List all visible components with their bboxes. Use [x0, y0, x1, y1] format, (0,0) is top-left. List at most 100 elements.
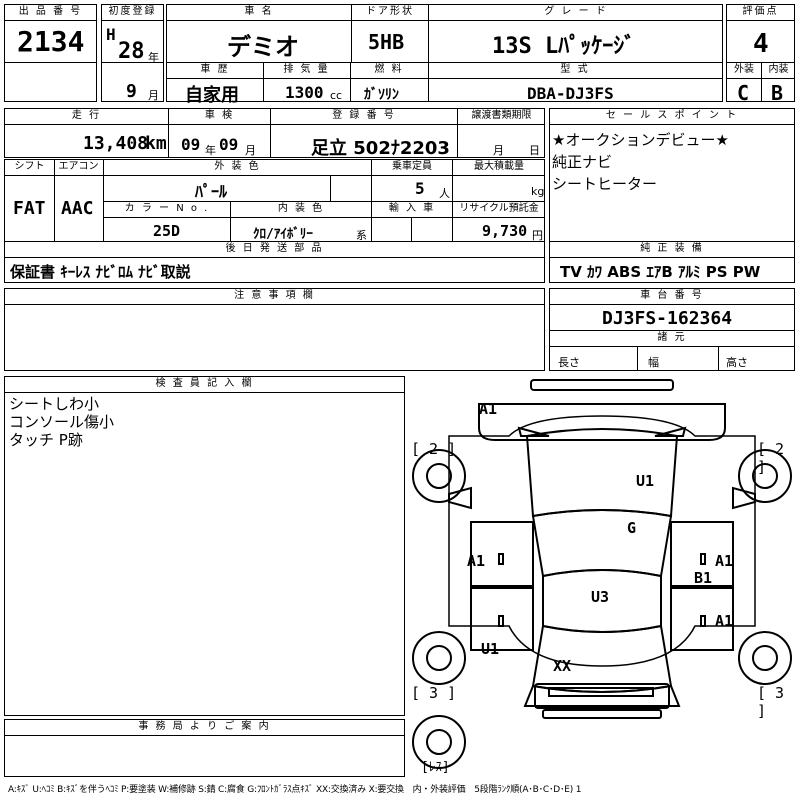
car-outline-diagram: [412, 379, 792, 769]
import-label: 輸 入 車: [373, 202, 451, 216]
inspector-note-3: タッチ P跡: [9, 431, 83, 449]
aircon-label: エアコン: [55, 160, 102, 174]
exterior-label: 外装: [728, 63, 760, 77]
sales-point-3: シートヒーター: [552, 175, 658, 193]
aircon-value: AAC: [61, 198, 94, 219]
first-registration-box: 初度登録 H 28 年 9 月: [101, 4, 164, 102]
color-number-label: カ ラ ー N o .: [105, 202, 229, 216]
tire-front-left-label: [ 2 ]: [411, 440, 457, 458]
registration-number-value: 足立 502ﾅ2203: [311, 138, 450, 159]
tire-rear-left-label: [ 3 ]: [411, 684, 457, 702]
grade-value: 13S Lﾊﾟｯｹｰｼﾞ: [492, 34, 636, 59]
genuine-equipment-value: TV ｶﾜ ABS ｴｱB ｱﾙﾐ PS PW: [560, 263, 761, 281]
damage-diagram-box: [ 2 ] [ 2 ] [ 3 ] [ 3 ] [ﾚｽ] A1 U1 G A1 …: [409, 376, 795, 777]
car-info-box: 車 名 ドア形状 グ レ ー ド デミオ 5HB 13S Lﾊﾟｯｹｰｼﾞ 車 …: [166, 4, 723, 106]
history-label: 車 歴: [168, 63, 262, 77]
door-label: ドア形状: [353, 5, 427, 19]
later-parts-value: 保証書 ｷｰﾚｽ ﾅﾋﾞﾛﾑ ﾅﾋﾞ取説: [10, 263, 191, 281]
inspection-label: 車 検: [170, 109, 269, 123]
lot-number-box: 出 品 番 号 2134: [4, 4, 97, 102]
mileage-registration-box: 走 行 車 検 登 録 番 号 譲渡書類期限 13,408 km 09 年 09…: [4, 108, 545, 159]
mark-front-bumper: A1: [479, 400, 498, 418]
first-registration-year: 28: [118, 39, 145, 64]
overall-score-value: 4: [753, 29, 769, 59]
month-unit: 月: [148, 89, 159, 102]
first-registration-label: 初度登録: [102, 5, 163, 19]
sales-point-1: ★オークションデビュー★: [552, 131, 729, 149]
km-unit: km: [145, 133, 167, 154]
spare-tire-label: [ﾚｽ]: [421, 760, 450, 775]
grade-label: グ レ ー ド: [430, 5, 722, 19]
legend-text: A:ｷｽﾞ U:ﾍｺﾐ B:ｷｽﾞを伴うﾍｺﾐ P:要塗装 W:補修跡 S:錆 …: [8, 785, 582, 795]
lot-number-label: 出 品 番 号: [5, 5, 96, 19]
inspection-month-unit: 月: [245, 144, 256, 157]
interior-label: 内装: [763, 63, 794, 77]
deadline-day-unit: 日: [529, 144, 540, 157]
width-label: 幅: [648, 356, 659, 369]
mark-left-rear-fender: U1: [481, 640, 500, 658]
kg-unit: kg: [531, 185, 545, 198]
persons-unit: 人: [439, 187, 450, 200]
caution-box: 注 意 事 項 欄: [4, 288, 545, 371]
office-notice-box: 事 務 局 よ り ご 案 内: [4, 719, 405, 777]
genuine-equipment-box: 純 正 装 備 TV ｶﾜ ABS ｴｱB ｱﾙﾐ PS PW: [549, 241, 795, 283]
mileage-label: 走 行: [6, 109, 167, 123]
inspection-year-unit: 年: [205, 144, 216, 157]
deadline-month-unit: 月: [493, 144, 504, 157]
inspector-notes-box: 検 査 員 記 入 欄 シートしわ小 コンソール傷小 タッチ P跡: [4, 376, 405, 716]
interior-color-label: 内 装 色: [232, 202, 370, 216]
length-label: 長さ: [558, 356, 580, 369]
yen-unit: 円: [532, 229, 543, 242]
mark-roof: U3: [591, 588, 610, 606]
first-registration-month: 9: [126, 81, 137, 102]
displacement-label: 排 気 量: [264, 63, 349, 77]
history-value: 自家用: [185, 85, 239, 106]
office-notice-label: 事 務 局 よ り ご 案 内: [5, 720, 404, 734]
interior-color-value: ｸﾛ/ｱｲﾎﾞﾘｰ: [253, 227, 313, 242]
capacity-value: 5: [415, 179, 425, 198]
genuine-equipment-label: 純 正 装 備: [550, 242, 794, 256]
interior-grade-value: B: [771, 81, 784, 105]
shift-label: シフト: [6, 160, 53, 174]
chassis-box: 車 台 番 号 DJ3FS-162364 諸 元 長さ 幅 高さ: [549, 288, 795, 371]
mark-right-front-door: A1: [715, 552, 734, 570]
series-unit: 系: [356, 229, 367, 242]
mileage-value: 13,408: [83, 133, 149, 154]
later-parts-box: 後 日 発 送 部 品 保証書 ｷｰﾚｽ ﾅﾋﾞﾛﾑ ﾅﾋﾞ取説: [4, 241, 545, 283]
recycle-value: 9,730: [482, 222, 528, 240]
inspector-notes-label: 検 査 員 記 入 欄: [5, 377, 404, 391]
car-name-label: 車 名: [168, 5, 350, 19]
inspector-note-1: シートしわ小: [9, 395, 100, 413]
mark-right-pillar: B1: [694, 569, 713, 587]
score-label: 評価点: [727, 5, 794, 19]
score-box: 評価点 4 外装 内装 C B: [726, 4, 795, 105]
chassis-number-value: DJ3FS-162364: [602, 308, 733, 329]
fuel-label: 燃 料: [351, 63, 427, 77]
shift-value: FAT: [13, 198, 46, 219]
inspection-year: 09: [181, 135, 201, 154]
car-name-value: デミオ: [227, 33, 299, 61]
cc-unit: cc: [330, 89, 343, 102]
tire-front-right-label: [ 2 ]: [757, 440, 785, 476]
specs-box: シフト エアコン 外 装 色 乗車定員 最大積載量 FAT AAC ﾊﾟｰﾙ 5…: [4, 159, 545, 242]
later-parts-label: 後 日 発 送 部 品: [5, 242, 544, 256]
recycle-label: リサイクル預託金: [454, 202, 544, 216]
mark-windshield: G: [627, 519, 637, 537]
door-value: 5HB: [368, 30, 405, 54]
mark-left-front-door: A1: [467, 552, 486, 570]
tire-rear-right-label: [ 3 ]: [757, 684, 785, 720]
registration-number-label: 登 録 番 号: [272, 109, 456, 123]
fuel-value: ｶﾞｿﾘﾝ: [364, 87, 399, 103]
model-code-label: 型 式: [429, 63, 721, 77]
capacity-label: 乗車定員: [373, 160, 451, 174]
chassis-number-label: 車 台 番 号: [550, 289, 794, 303]
mark-hood: U1: [636, 472, 655, 490]
sales-point-2: 純正ナビ: [552, 153, 613, 171]
caution-label: 注 意 事 項 欄: [5, 289, 544, 303]
model-code-value: DBA-DJ3FS: [527, 84, 614, 103]
lot-number-value: 2134: [17, 25, 85, 58]
inspector-note-2: コンソール傷小: [9, 413, 115, 431]
exterior-color-value: ﾊﾟｰﾙ: [195, 182, 228, 201]
exterior-color-label: 外 装 色: [105, 160, 370, 174]
color-number-value: 25D: [153, 222, 181, 240]
